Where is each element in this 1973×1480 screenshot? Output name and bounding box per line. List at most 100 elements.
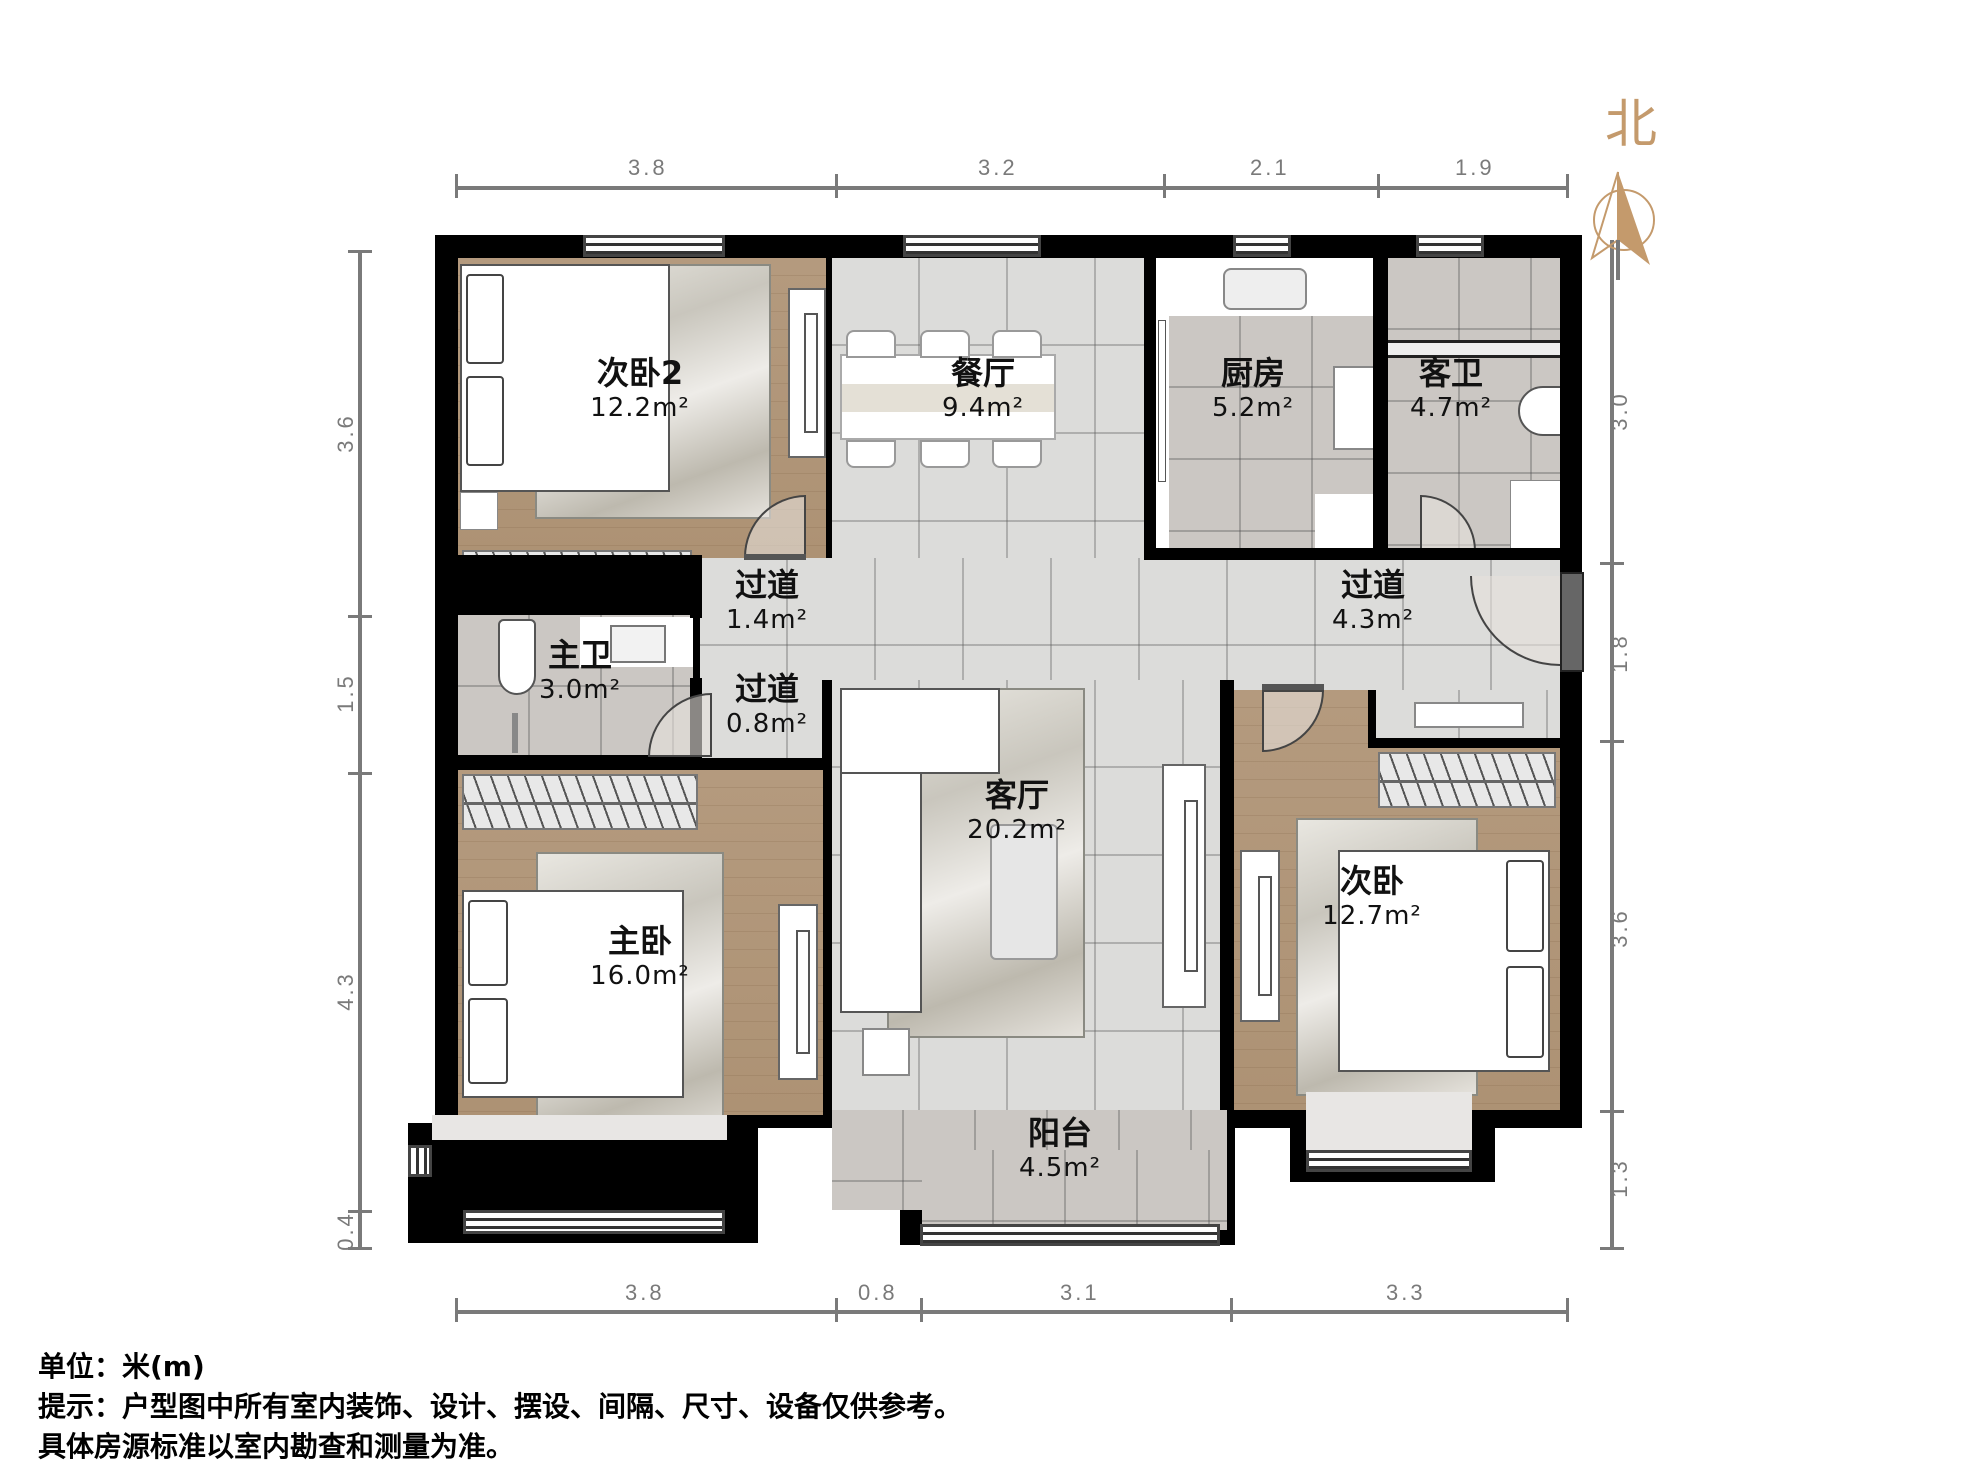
- window: [1306, 1150, 1472, 1172]
- door-icon[interactable]: [744, 554, 806, 560]
- coffee-table: [990, 824, 1058, 960]
- window: [583, 235, 725, 257]
- room-name: 过道: [1340, 566, 1405, 604]
- dim-label: 1.3: [1606, 1158, 1632, 1198]
- wardrobe-panel: [788, 288, 826, 458]
- room-name: 客卫: [1418, 354, 1483, 392]
- dim-tick: [455, 174, 458, 198]
- wall: [1144, 548, 1564, 560]
- pillow: [466, 376, 504, 466]
- room-area: 4.7m²: [1409, 393, 1493, 423]
- window: [408, 1145, 432, 1177]
- tv-cabinet: [1162, 764, 1206, 1008]
- wall: [1144, 258, 1156, 558]
- wall: [458, 600, 698, 615]
- room-name: 餐厅: [950, 354, 1015, 392]
- wall: [1220, 680, 1234, 1110]
- room-name: 客厅: [984, 776, 1049, 814]
- toilet-icon: [1518, 386, 1560, 436]
- dim-label: 3.1: [1060, 1280, 1100, 1305]
- floor-drain-icon: [460, 492, 498, 530]
- wall: [826, 258, 832, 558]
- pillow: [1506, 860, 1544, 952]
- shower-partition: [1388, 340, 1560, 358]
- room-living: [832, 680, 1227, 1110]
- dim-tick: [348, 1247, 372, 1250]
- room-master-bath: [458, 615, 693, 755]
- toilet-icon: [498, 619, 536, 695]
- label-master: 主卧 16.0m²: [580, 922, 700, 992]
- dim-label: 3.2: [978, 155, 1018, 180]
- table-runner: [842, 384, 1054, 412]
- room-area: 16.0m²: [590, 961, 690, 991]
- dim-tick: [1566, 1298, 1569, 1322]
- dim-tick: [348, 250, 372, 253]
- room-name: 主卧: [607, 922, 672, 960]
- dim-tick: [1600, 740, 1624, 743]
- label-bedroom2: 次卧2 12.2m²: [580, 354, 700, 424]
- chair: [846, 330, 896, 358]
- room-hallway-3: [700, 680, 822, 758]
- label-hallway-2: 过道 4.3m²: [1318, 566, 1428, 636]
- dim-label: 1.5: [332, 673, 358, 713]
- dim-label: 3.0: [1606, 391, 1632, 431]
- room-area: 3.0m²: [538, 675, 622, 705]
- door-icon[interactable]: [1262, 684, 1324, 690]
- room-area: 20.2m²: [967, 815, 1067, 845]
- wall: [1368, 738, 1560, 748]
- window: [920, 1224, 1220, 1246]
- shoe-cabinet: [1414, 702, 1524, 728]
- label-hallway-1: 过道 1.4m²: [712, 566, 822, 636]
- room-area: 12.2m²: [590, 393, 690, 423]
- wall: [690, 558, 702, 618]
- label-living: 客厅 20.2m²: [962, 776, 1072, 846]
- room-area: 0.8m²: [725, 709, 809, 739]
- window: [903, 235, 1041, 257]
- room-name: 次卧: [1339, 862, 1404, 900]
- wall: [458, 555, 702, 561]
- bay-sill: [1306, 1092, 1472, 1150]
- dim-line-right: [1610, 240, 1614, 1250]
- room-area: 9.4m²: [941, 393, 1025, 423]
- vanity: [580, 617, 693, 667]
- washbasin-icon: [610, 625, 666, 663]
- pillow: [468, 998, 508, 1084]
- label-master-bath: 主卫 3.0m²: [525, 636, 635, 706]
- room-area: 1.4m²: [725, 605, 809, 635]
- notice-note: 提示：户型图中所有室内装饰、设计、摆设、间隔、尺寸、设备仅供参考。: [38, 1390, 963, 1423]
- room-name: 阳台: [1027, 1114, 1092, 1152]
- room-master: [458, 770, 823, 1115]
- dim-label: 0.4: [332, 1211, 358, 1251]
- label-guest-bath: 客卫 4.7m²: [1396, 354, 1506, 424]
- dim-label: 3.8: [625, 1280, 665, 1305]
- washbasin-icon: [1510, 480, 1560, 552]
- pillow: [1506, 966, 1544, 1058]
- room-balcony: [922, 1150, 1227, 1230]
- north-arrow-icon: [1590, 171, 1655, 280]
- room-name: 厨房: [1220, 354, 1285, 392]
- room-area: 12.7m²: [1322, 901, 1422, 931]
- chair: [992, 330, 1042, 358]
- north-label: 北: [1605, 95, 1658, 155]
- dim-tick: [348, 772, 372, 775]
- window: [1416, 235, 1484, 257]
- unit-note: 单位：米(m): [38, 1350, 205, 1383]
- dim-tick: [835, 174, 838, 198]
- chair: [992, 440, 1042, 468]
- dim-tick: [1566, 174, 1569, 198]
- dim-line-bottom: [455, 1310, 1567, 1314]
- dim-tick: [348, 615, 372, 618]
- sliding-door[interactable]: [1158, 320, 1166, 482]
- wardrobe-panel: [1240, 850, 1280, 1022]
- label-hallway-3: 过道 0.8m²: [712, 670, 822, 740]
- entry-door[interactable]: [1560, 572, 1584, 672]
- room-area: 5.2m²: [1211, 393, 1295, 423]
- dim-tick: [348, 1210, 372, 1213]
- room-name: 过道: [734, 566, 799, 604]
- room-bedroom2: [458, 258, 826, 558]
- room-name: 过道: [734, 670, 799, 708]
- disclaimer-note: 具体房源标准以室内勘查和测量为准。: [38, 1430, 515, 1463]
- dim-tick: [1600, 562, 1624, 565]
- room-bedroom: [1234, 690, 1560, 1110]
- dim-tick: [1163, 174, 1166, 198]
